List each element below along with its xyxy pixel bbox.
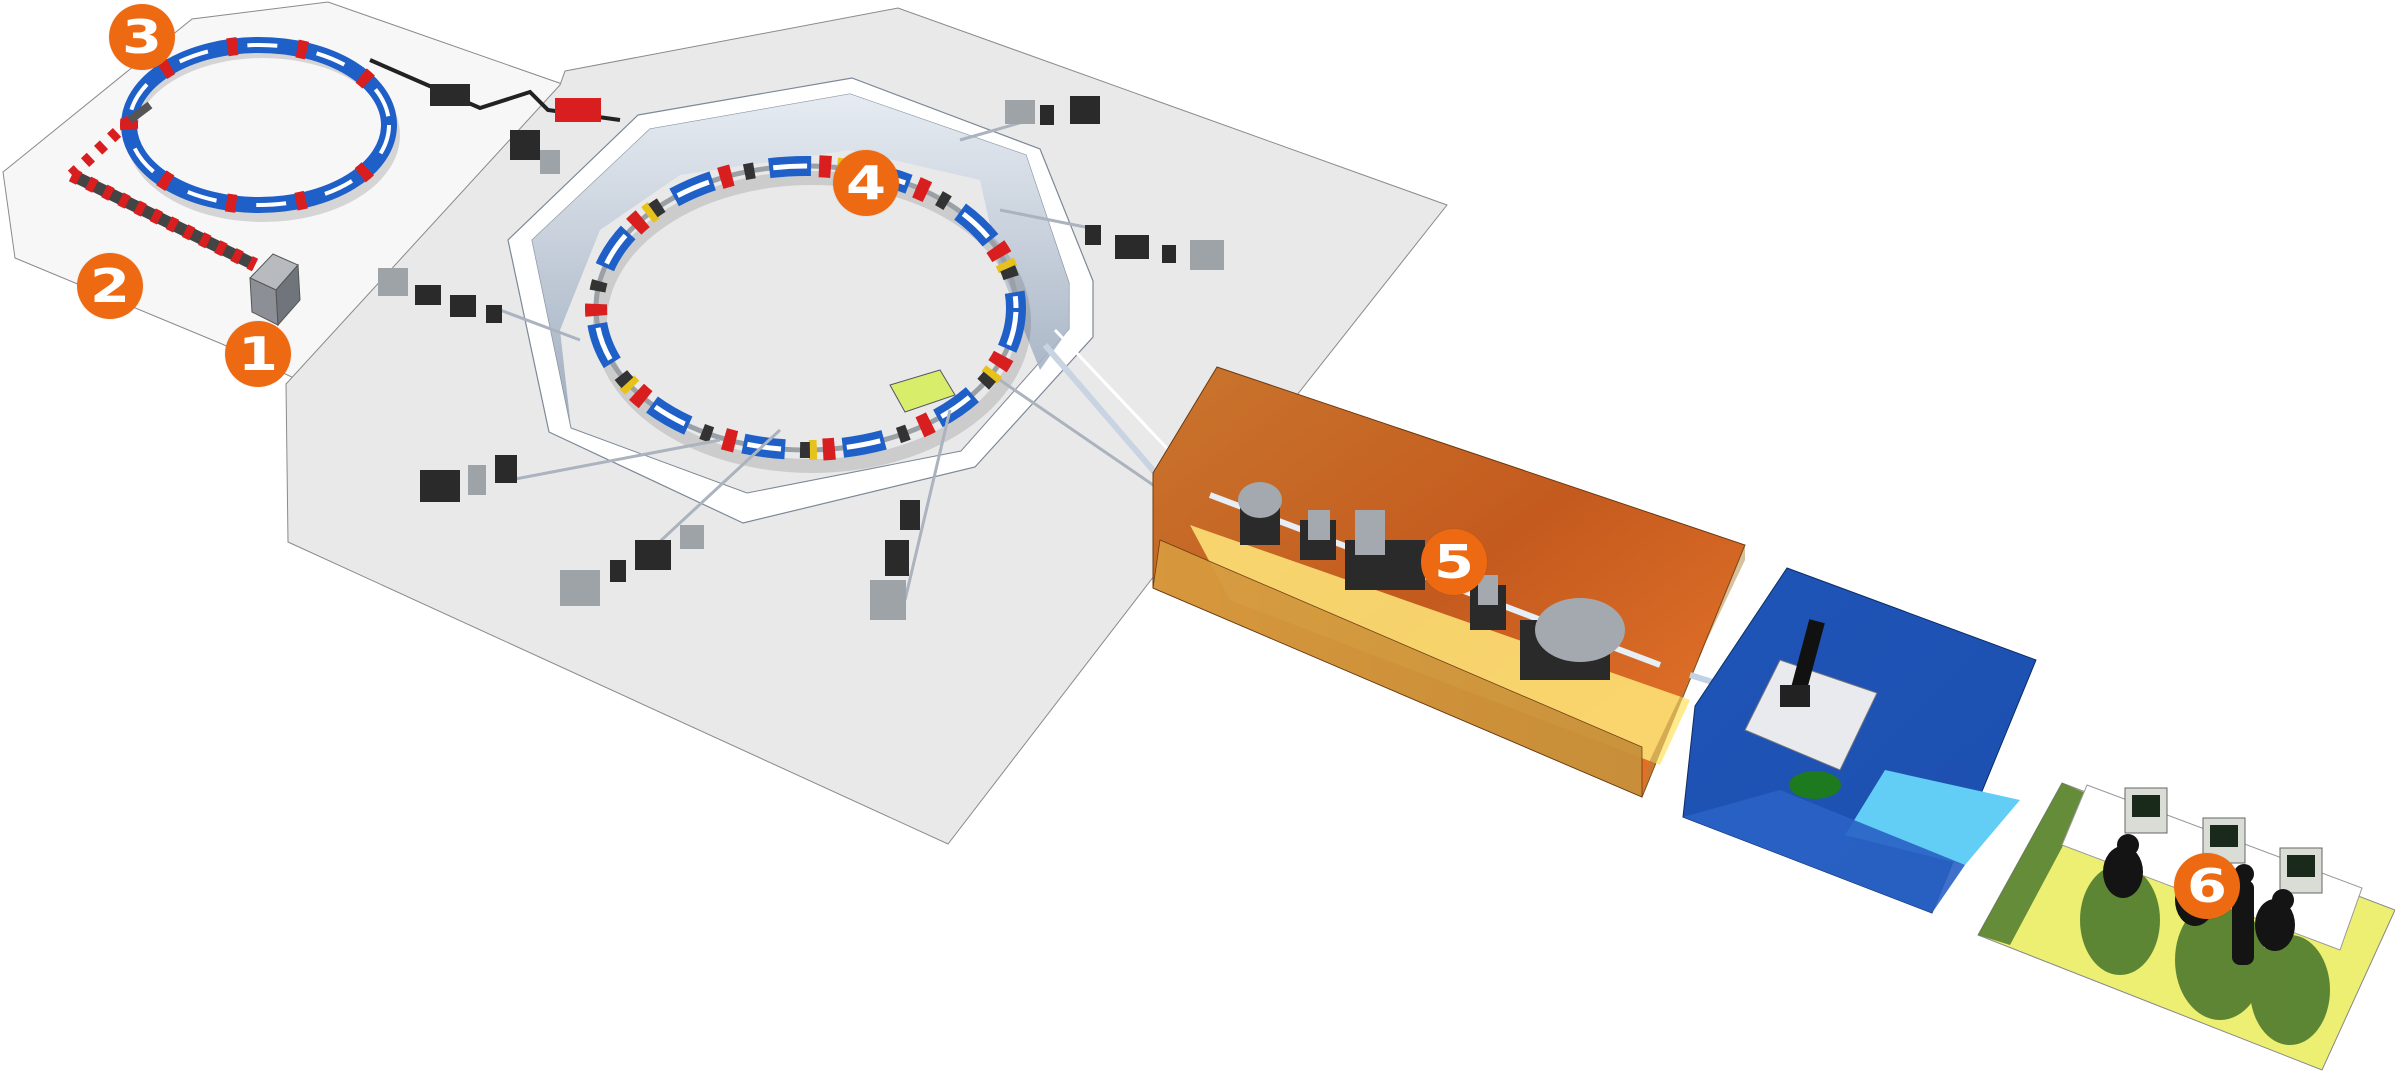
beamline-stations <box>378 96 1224 620</box>
marker-3-label: 3 <box>121 10 163 64</box>
marker-2-label: 2 <box>89 259 131 313</box>
station-bottom <box>870 500 920 620</box>
marker-1-label: 1 <box>237 327 279 381</box>
operators <box>2103 834 2295 965</box>
marker-6-label: 6 <box>2186 859 2228 913</box>
marker-4-label: 4 <box>845 156 887 210</box>
station-right <box>1085 225 1224 270</box>
marker-1-electron-gun[interactable]: 1 <box>225 321 291 387</box>
beam-pipe <box>1042 343 1173 492</box>
control-room <box>1977 782 2395 1071</box>
station-bottom-left <box>560 525 704 606</box>
rf-cavity <box>889 369 956 413</box>
station-lower-left <box>420 455 517 502</box>
marker-6-control-room[interactable]: 6 <box>2174 853 2240 919</box>
computers <box>2124 787 2323 894</box>
station-left <box>378 268 502 323</box>
transfer-line <box>369 58 621 122</box>
station-top-left <box>510 130 560 174</box>
marker-5-label: 5 <box>1433 535 1475 589</box>
marker-4-storage-ring[interactable]: 4 <box>833 150 899 216</box>
marker-5-optics-hutch[interactable]: 5 <box>1421 529 1487 595</box>
electron-gun-box <box>249 253 301 327</box>
marker-2-linac[interactable]: 2 <box>77 253 143 319</box>
experiment-hutch <box>1682 567 2037 914</box>
station-upper-right <box>1005 96 1100 125</box>
linac <box>67 101 259 272</box>
storage-ring <box>585 155 1031 473</box>
beamlines <box>499 118 1176 601</box>
marker-3-booster[interactable]: 3 <box>109 4 175 70</box>
